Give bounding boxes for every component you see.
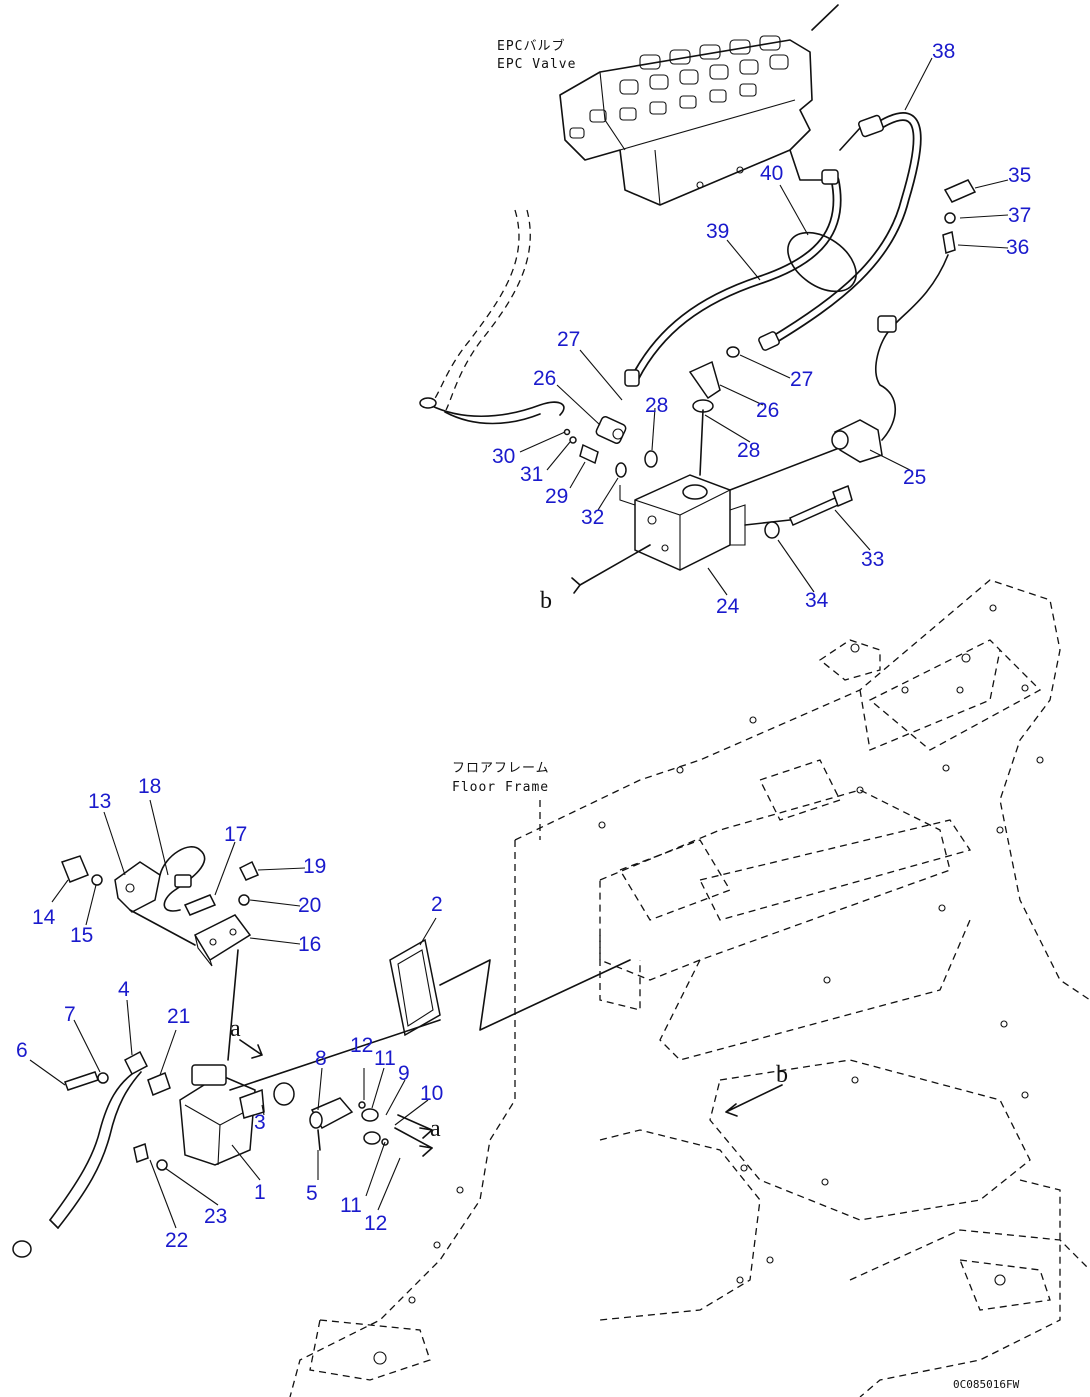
o-ring-32 [615, 462, 627, 478]
leader-lines [29, 57, 1009, 1229]
washer-7 [97, 1072, 109, 1084]
bracket-16 [193, 914, 252, 967]
callout-10[interactable]: 10 [420, 1082, 443, 1105]
view-a-label-left: a [230, 1016, 241, 1042]
callouts: 38 35 37 36 40 39 27 27 26 26 28 28 30 3… [16, 40, 1031, 1252]
hose-38 [765, 112, 922, 347]
o-ring-28 [644, 450, 658, 468]
floor-frame-label-jp: フロアフレーム [452, 761, 550, 776]
bolt-33 [789, 484, 853, 526]
callout-31[interactable]: 31 [520, 463, 543, 486]
callout-11b[interactable]: 11 [340, 1194, 362, 1217]
callout-29[interactable]: 29 [545, 485, 568, 508]
view-b-label-top: b [540, 588, 552, 614]
washer-34 [764, 521, 780, 539]
view-a-arrows-right [419, 1127, 433, 1157]
callout-4[interactable]: 4 [118, 978, 130, 1001]
hose-clamp-40 [787, 231, 857, 293]
cover-13 [114, 861, 196, 946]
plug-29 [579, 443, 599, 465]
stopper-17 [183, 894, 217, 916]
hose-fitting [758, 331, 780, 351]
callout-8[interactable]: 8 [315, 1047, 327, 1070]
callout-38[interactable]: 38 [932, 40, 955, 63]
callout-35[interactable]: 35 [1008, 164, 1031, 187]
callout-26a[interactable]: 26 [533, 367, 556, 390]
callout-37[interactable]: 37 [1008, 204, 1031, 227]
callout-27b[interactable]: 27 [790, 368, 813, 391]
callout-22[interactable]: 22 [165, 1229, 188, 1252]
callout-40[interactable]: 40 [760, 162, 783, 185]
callout-12a[interactable]: 12 [350, 1034, 373, 1057]
callout-14[interactable]: 14 [32, 906, 56, 929]
drain-hose [419, 209, 565, 425]
callout-13[interactable]: 13 [88, 790, 111, 813]
view-b-arrow-frame [725, 1084, 783, 1117]
washer-15 [91, 874, 103, 886]
bolt-19 [238, 860, 260, 881]
switch-1 [179, 949, 441, 1166]
lever-4 [12, 1050, 148, 1258]
view-b-label-frame: b [776, 1062, 788, 1088]
washer-20 [238, 894, 250, 906]
callout-16[interactable]: 16 [298, 933, 321, 956]
drawing-code: 0C085016FW [953, 1378, 1020, 1391]
bolt-22 [133, 1143, 149, 1163]
harness-18 [159, 846, 206, 912]
gasket-2 [389, 938, 631, 1037]
stopper-21 [147, 1072, 171, 1096]
callout-24[interactable]: 24 [716, 595, 740, 618]
callout-5[interactable]: 5 [306, 1182, 318, 1205]
callout-15[interactable]: 15 [70, 924, 93, 947]
callout-26b[interactable]: 26 [756, 399, 779, 422]
callout-28b[interactable]: 28 [737, 439, 760, 462]
valve-block-24 [571, 439, 861, 594]
epc-valve-label-en: EPC Valve [497, 57, 576, 72]
roller-9 [358, 1101, 389, 1146]
callout-3[interactable]: 3 [254, 1111, 266, 1134]
callout-12b[interactable]: 12 [364, 1212, 387, 1235]
bolt-6 [64, 1071, 99, 1091]
callout-25[interactable]: 25 [903, 466, 926, 489]
pressure-sensor-25 [831, 254, 949, 463]
view-a-arrow-left [239, 1039, 263, 1059]
epc-valve-label-jp: EPCバルブ [497, 38, 565, 54]
callout-20[interactable]: 20 [298, 894, 321, 917]
callout-17[interactable]: 17 [224, 823, 247, 846]
callout-19[interactable]: 19 [303, 855, 326, 878]
callout-21[interactable]: 21 [167, 1005, 190, 1028]
callout-39[interactable]: 39 [706, 220, 729, 243]
callout-33[interactable]: 33 [861, 548, 884, 571]
view-a-label-right: a [430, 1116, 441, 1142]
callout-11a[interactable]: 11 [374, 1047, 396, 1070]
o-ring-31 [569, 436, 577, 444]
terminal-35 [942, 179, 977, 254]
callout-32[interactable]: 32 [581, 506, 604, 529]
washer-23 [156, 1159, 168, 1171]
callout-28a[interactable]: 28 [645, 394, 668, 417]
callout-1[interactable]: 1 [254, 1181, 266, 1204]
callout-30[interactable]: 30 [492, 445, 515, 468]
floor-frame-label-en: Floor Frame [452, 780, 549, 795]
callout-18[interactable]: 18 [138, 775, 161, 798]
callout-27a[interactable]: 27 [557, 328, 580, 351]
pin-10 [394, 1114, 433, 1149]
callout-23[interactable]: 23 [204, 1205, 227, 1228]
cam-8 [309, 1097, 354, 1151]
callout-9[interactable]: 9 [398, 1062, 410, 1085]
epc-valve [559, 4, 839, 206]
cap-3 [273, 1082, 295, 1106]
elbow-fitting-26 [688, 346, 740, 476]
bolt-14 [61, 855, 89, 883]
adapter-fitting-26 [595, 416, 627, 444]
callout-2[interactable]: 2 [431, 893, 443, 916]
callout-36[interactable]: 36 [1006, 236, 1029, 259]
plug-30 [563, 428, 571, 436]
callout-6[interactable]: 6 [16, 1039, 28, 1062]
callout-34[interactable]: 34 [805, 589, 829, 612]
callout-7[interactable]: 7 [64, 1003, 76, 1026]
